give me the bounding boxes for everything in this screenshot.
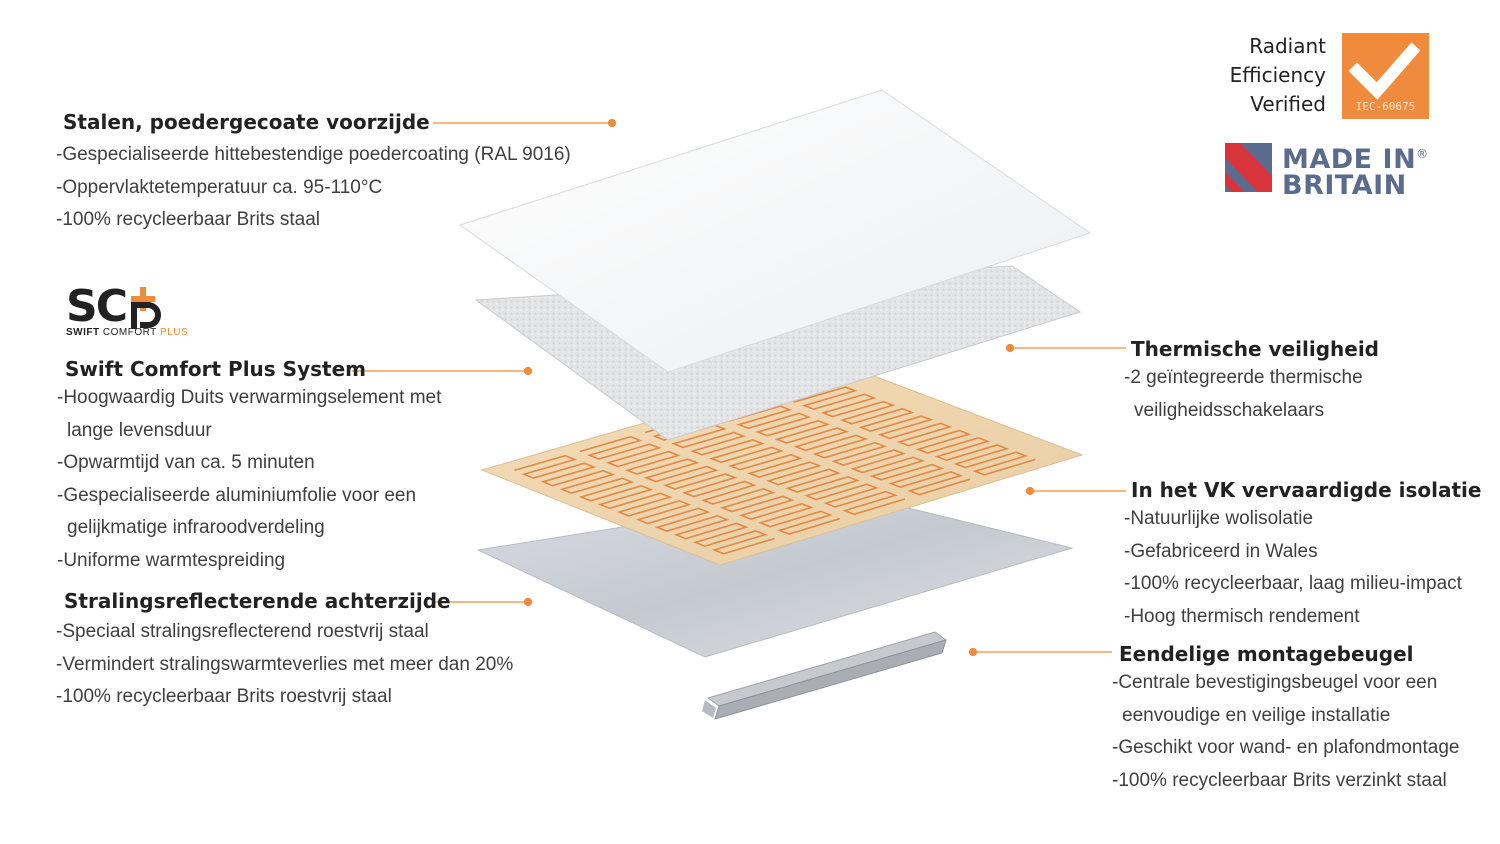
callout-item: gelijkmatige infraroodverdeling [57, 512, 441, 545]
heating-system-callout: Swift Comfort Plus System -Hoogwaardig D… [65, 356, 441, 577]
callout-heading: Stralingsreflecterende achterzijde [64, 588, 513, 614]
thermal-safety-callout: Thermische veiligheid -2 geïntegreerde t… [1131, 336, 1379, 427]
callout-heading: Swift Comfort Plus System [65, 356, 441, 382]
callout-heading: Eendelige montagebeugel [1119, 641, 1459, 667]
logo-swift: SWIFT [66, 327, 100, 338]
callout-item: eenvoudige en veilige installatie [1112, 700, 1459, 733]
iec-code: IEC-60675 [1342, 100, 1429, 113]
callout-item: -Centrale bevestigingsbeugel voor een [1112, 667, 1459, 700]
verified-line: Verified [1230, 90, 1326, 119]
callout-heading: Thermische veiligheid [1131, 336, 1379, 362]
callout-item: -Oppervlaktetemperatuur ca. 95-110°C [56, 172, 571, 205]
callout-item: lange levensduur [57, 415, 441, 448]
reflector-callout: Stralingsreflecterende achterzijde -Spec… [64, 588, 513, 714]
callout-item: -Geschikt voor wand- en plafondmontage [1112, 732, 1459, 765]
callout-item: -100% recycleerbaar Brits staal [56, 204, 571, 237]
callout-item: -Hoogwaardig Duits verwarmingselement me… [57, 382, 441, 415]
radiant-efficiency-text: Radiant Efficiency Verified [1230, 32, 1326, 119]
efficiency-line: Efficiency [1230, 61, 1326, 90]
callout-item: -Vermindert stralingswarmteverlies met m… [56, 649, 513, 682]
logo-plus-icon [126, 285, 166, 329]
insulation-callout: In het VK vervaardigde isolatie -Natuurl… [1131, 477, 1481, 633]
callout-item: -Hoog thermisch rendement [1124, 601, 1481, 634]
callout-item: -Speciaal stralingsreflecterend roestvri… [56, 616, 513, 649]
callout-item: -100% recycleerbaar Brits roestvrij staa… [56, 681, 513, 714]
iec-badge: IEC-60675 [1342, 33, 1429, 119]
union-flag-icon [1225, 143, 1272, 192]
callout-item: -Gespecialiseerde aluminiumfolie voor ee… [57, 480, 441, 513]
callout-item: -Gespecialiseerde hittebestendige poeder… [56, 139, 571, 172]
callout-item: -Uniforme warmtespreiding [57, 545, 441, 578]
callout-item: -Natuurlijke wolisolatie [1124, 503, 1481, 536]
made-in-britain-text: MADE IN® BRITAIN [1282, 141, 1429, 199]
callout-item: veiligheidsschakelaars [1124, 395, 1379, 428]
callout-item: -100% recycleerbaar Brits verzinkt staal [1112, 765, 1459, 798]
front-panel-callout: Stalen, poedergecoate voorzijde -Gespeci… [63, 109, 571, 237]
registered-mark: ® [1416, 147, 1429, 161]
bracket-callout: Eendelige montagebeugel -Centrale bevest… [1119, 641, 1459, 797]
callout-heading: In het VK vervaardigde isolatie [1131, 477, 1481, 503]
callout-heading: Stalen, poedergecoate voorzijde [63, 109, 571, 135]
britain-line: BRITAIN [1282, 173, 1429, 199]
callout-item: -Opwarmtijd van ca. 5 minuten [57, 447, 441, 480]
callout-item: -2 geïntegreerde thermische [1124, 362, 1379, 395]
scp-logo: SC SWIFT COMFORT PLUS [66, 285, 188, 338]
radiant-line: Radiant [1230, 32, 1326, 61]
callout-item: -100% recycleerbaar, laag milieu-impact [1124, 568, 1481, 601]
callout-item: -Gefabriceerd in Wales [1124, 536, 1481, 569]
logo-mark: SC [66, 281, 126, 332]
